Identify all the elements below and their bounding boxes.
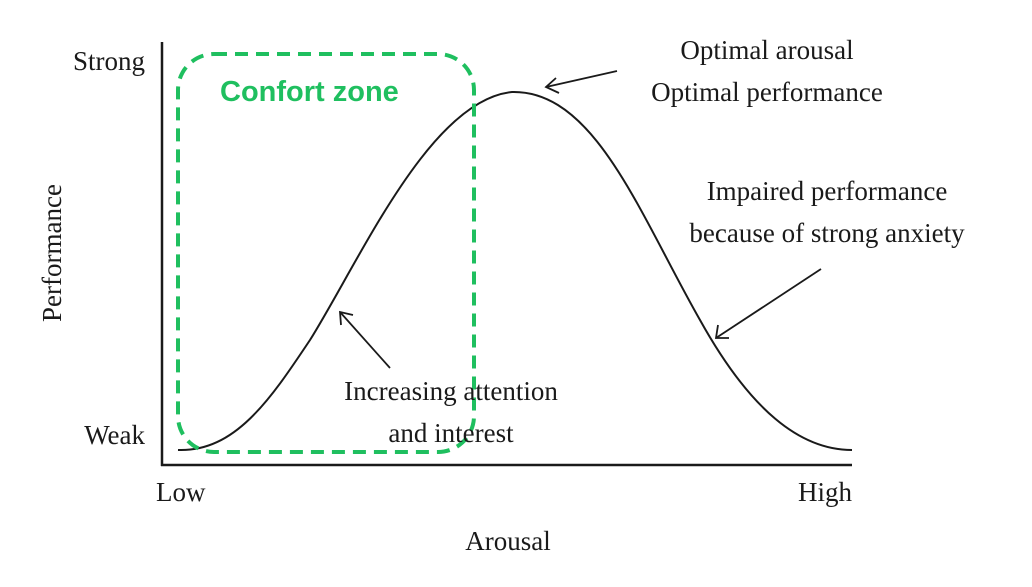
x-axis-left-label: Low [156, 477, 206, 507]
rising-arrow [339, 310, 391, 369]
comfort-zone-box [176, 52, 476, 454]
comfort-zone-label: Confort zone [220, 76, 399, 108]
rising-annotation-line1: Increasing attention [344, 376, 558, 406]
x-axis-right-label: High [798, 477, 853, 507]
x-axis-title: Arousal [465, 526, 550, 556]
peak-arrow [544, 70, 618, 94]
impaired-annotation-line1: Impaired performance [707, 176, 948, 206]
rising-annotation-line2: and interest [388, 418, 514, 448]
impaired-arrow [714, 268, 822, 339]
impaired-annotation-line2: because of strong anxiety [689, 218, 965, 248]
peak-annotation-line1: Optimal arousal [680, 35, 853, 65]
performance-curve [177, 90, 853, 452]
y-axis-bottom-label: Weak [84, 420, 145, 450]
y-axis-top-label: Strong [73, 46, 145, 76]
y-axis-title: Performance [37, 184, 67, 322]
peak-annotation-line2: Optimal performance [651, 77, 883, 107]
